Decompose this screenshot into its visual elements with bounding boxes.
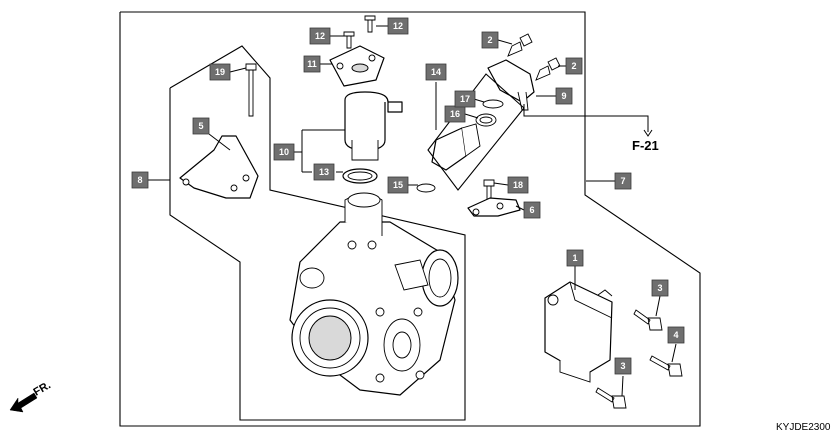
- svg-text:17: 17: [460, 94, 470, 104]
- callout-3b: 3: [614, 357, 632, 375]
- throttle-body: [289, 192, 459, 396]
- callout-6: 6: [523, 201, 541, 219]
- callout-3a: 3: [651, 279, 669, 297]
- callout-1: 1: [566, 249, 584, 267]
- callout-9: 9: [555, 87, 573, 105]
- svg-text:7: 7: [620, 176, 625, 186]
- plate: [467, 197, 521, 217]
- svg-text:14: 14: [431, 67, 441, 77]
- diagram-code: KYJDE2300: [776, 422, 831, 433]
- map-sensor-unit: [329, 45, 403, 184]
- leader-lines: [148, 25, 677, 397]
- svg-text:5: 5: [198, 121, 203, 131]
- callouts: 1 2 2 3 3 4 5 6 7 8 9 10 11 12 12 13 14 …: [131, 17, 685, 375]
- callout-13: 13: [313, 163, 335, 181]
- svg-text:9: 9: [561, 91, 566, 101]
- callout-11: 11: [303, 55, 321, 73]
- callout-10: 10: [273, 143, 295, 161]
- bracket: [179, 135, 259, 199]
- svg-text:2: 2: [487, 35, 492, 45]
- screws: [245, 15, 683, 409]
- callout-12b: 12: [387, 17, 409, 35]
- svg-text:11: 11: [307, 59, 317, 69]
- callout-8: 8: [131, 171, 149, 189]
- callout-7: 7: [614, 172, 632, 190]
- front-direction-indicator: FR.: [9, 379, 53, 413]
- svg-text:1: 1: [572, 253, 577, 263]
- svg-text:12: 12: [393, 21, 403, 31]
- svg-text:3: 3: [620, 361, 625, 371]
- callout-19: 19: [209, 63, 231, 81]
- svg-text:4: 4: [673, 330, 678, 340]
- direction-arrow-icon: [9, 392, 38, 413]
- svg-text:3: 3: [657, 283, 662, 293]
- svg-text:15: 15: [393, 180, 403, 190]
- callout-2b: 2: [565, 57, 583, 75]
- reference-label: F-21: [632, 138, 659, 153]
- svg-text:13: 13: [319, 167, 329, 177]
- svg-text:12: 12: [315, 31, 325, 41]
- assembly-outline: [119, 11, 701, 427]
- svg-text:19: 19: [215, 67, 225, 77]
- svg-text:2: 2: [571, 61, 576, 71]
- callout-15: 15: [387, 176, 409, 194]
- svg-text:10: 10: [279, 147, 289, 157]
- svg-text:6: 6: [529, 205, 534, 215]
- svg-text:8: 8: [137, 175, 142, 185]
- svg-text:16: 16: [450, 109, 460, 119]
- callout-17: 17: [454, 90, 476, 108]
- callout-4: 4: [667, 326, 685, 344]
- callout-16: 16: [444, 105, 466, 123]
- iacv-motor: [544, 281, 613, 383]
- callout-14: 14: [425, 63, 447, 81]
- callout-5: 5: [192, 117, 210, 135]
- callout-2a: 2: [481, 31, 499, 49]
- callout-12a: 12: [309, 27, 331, 45]
- direction-label: FR.: [32, 379, 53, 398]
- injector-assembly: [416, 59, 535, 193]
- callout-18: 18: [507, 176, 529, 194]
- svg-text:18: 18: [513, 180, 523, 190]
